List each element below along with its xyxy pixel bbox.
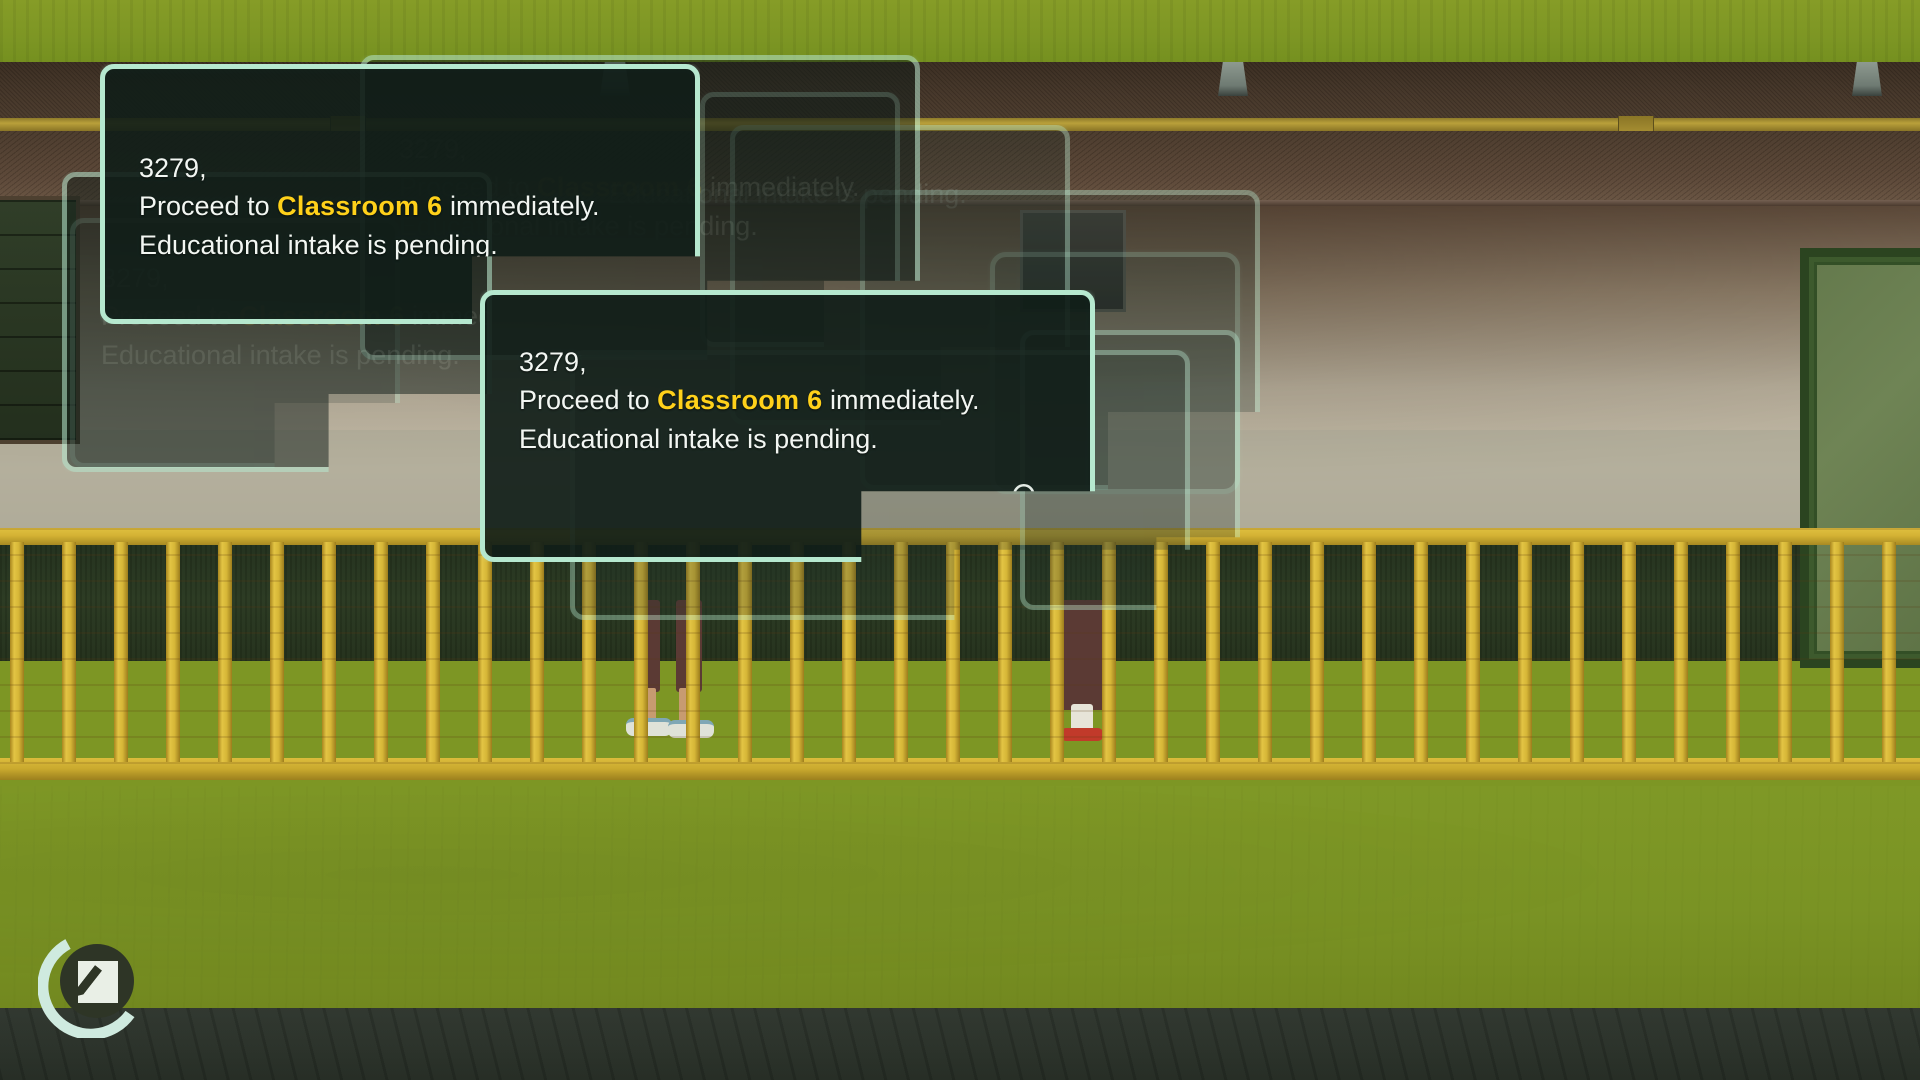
announcement-line-2: Proceed to Classroom 6 immediately. [519,381,1056,419]
railing-baluster [1206,542,1220,762]
line2-prefix: Proceed to [139,191,278,222]
bottom-dark-strip: 放送 中放送 中放送 中放送 中放送 中放送 中放送 中放送 中放送 中放送 中… [0,1008,1920,1080]
dialog-body: 3279, Proceed to Classroom 6 immediately… [485,295,1090,484]
railing-baluster [1778,542,1792,762]
railing-baluster [10,542,24,762]
progress-ring-icon [38,939,135,1038]
railing-baluster [322,542,336,762]
railing-baluster [894,542,908,762]
railing-baluster [790,542,804,762]
announcement-line-3: Educational intake is pending. [139,229,498,260]
railing-baluster [738,542,752,762]
railing-baluster [1674,542,1688,762]
railing-baluster [1518,542,1532,762]
note-journal-button[interactable] [38,928,148,1038]
railing-baluster [1830,542,1844,762]
railing-baluster [1258,542,1272,762]
railing-baluster [270,542,284,762]
railing-baluster [686,542,700,762]
railing-bottom-rail [0,758,1920,780]
railing-baluster [62,542,76,762]
balcony-railing [0,528,1920,786]
railing-baluster [530,542,544,762]
railing-baluster [426,542,440,762]
railing-baluster [946,542,960,762]
railing-baluster [1154,542,1168,762]
railing-baluster [1466,542,1480,762]
wall-wainscot [0,536,1920,661]
room-highlight: Classroom 6 [657,385,823,416]
announcement-line-1: 3279, [519,347,587,377]
railing-baluster [374,542,388,762]
dialog-body: 3279, Proceed to Classroom 6 immediately… [105,69,695,290]
railing-baluster [998,542,1012,762]
room-highlight: Classroom 6 [277,191,443,222]
railing-baluster [1050,542,1064,762]
line2-prefix: Proceed to [519,385,658,416]
railing-baluster [842,542,856,762]
ceiling-lamp-icon [1218,62,1248,96]
railing-baluster [478,542,492,762]
line2-suffix: immediately. [442,191,600,222]
announcement-line-1: 3279, [139,153,207,183]
ceiling-rail-line [0,200,1920,206]
railing-baluster [634,542,648,762]
line2-suffix: immediately. [702,172,860,203]
railing-baluster [1102,542,1116,762]
ceiling-lamp-icon [1852,62,1882,96]
railing-baluster [1622,542,1636,762]
railing-baluster [582,542,596,762]
announcement-line-3: Educational intake is pending. [101,339,460,370]
railing-baluster [1414,542,1428,762]
railing-baluster [218,542,232,762]
announcement-line-3: Educational intake is pending. [519,423,878,454]
lower-green-band [0,786,1920,1008]
line2-suffix: immediately. [822,385,980,416]
railing-baluster [1570,542,1584,762]
railing-baluster [1882,542,1896,762]
dialog-primary-bottom[interactable]: 3279, Proceed to Classroom 6 immediately… [480,290,1095,562]
railing-baluster [166,542,180,762]
railing-baluster [114,542,128,762]
pipe-joint [1618,116,1654,133]
railing-baluster [1310,542,1324,762]
railing-baluster [1726,542,1740,762]
sky-band [0,0,1920,62]
announcement-line-2: Proceed to Classroom 6 immediately. [139,187,661,225]
railing-baluster [1362,542,1376,762]
